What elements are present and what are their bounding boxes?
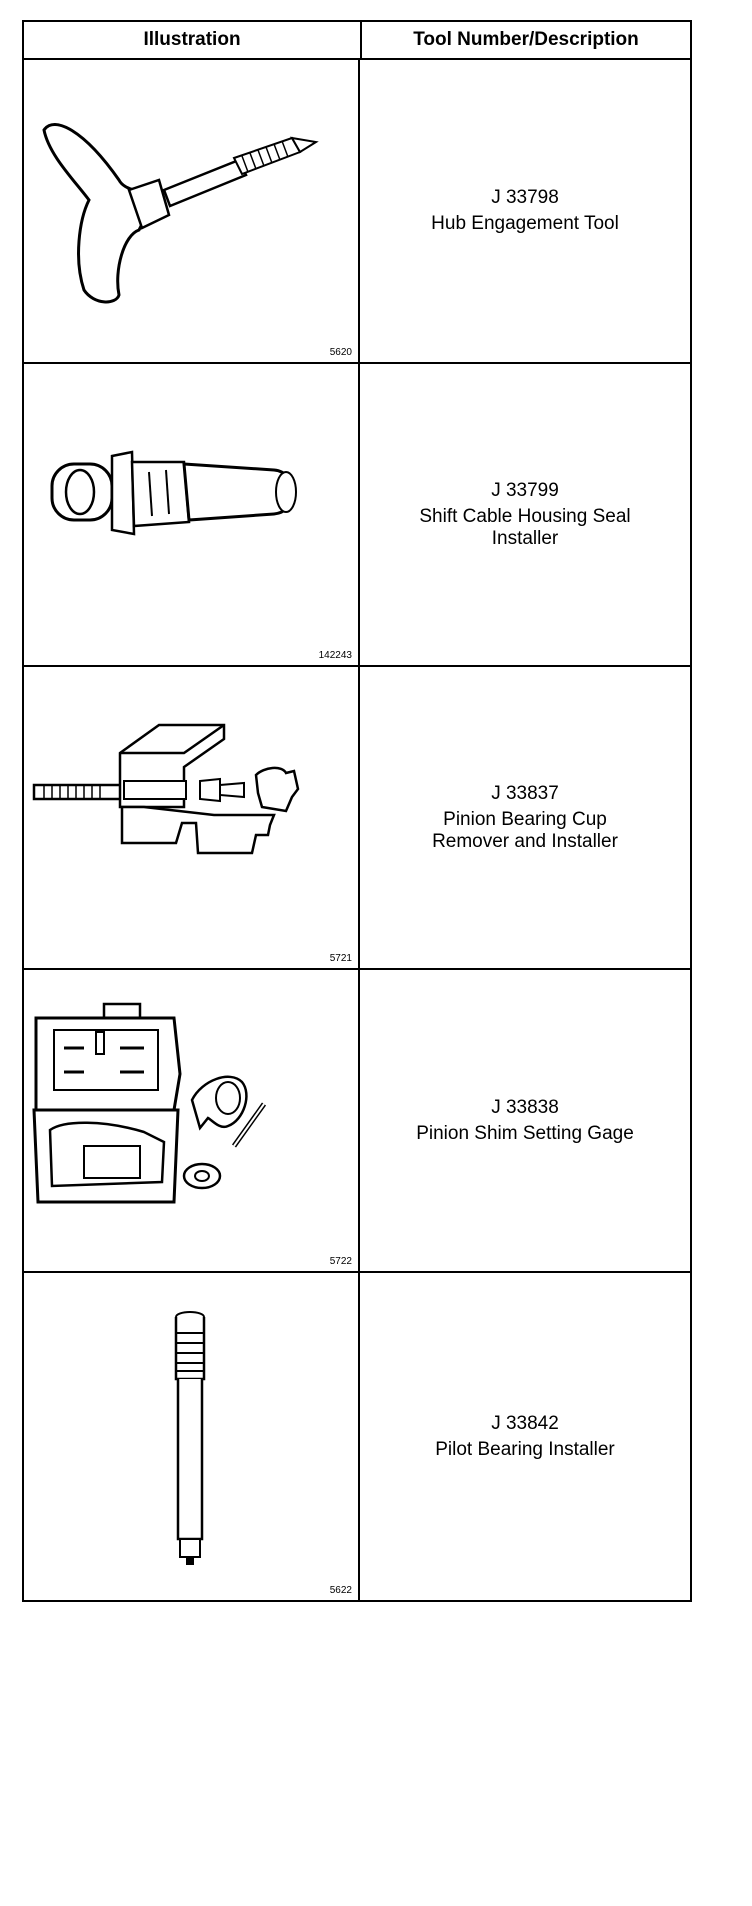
tool-description-line: Remover and Installer bbox=[432, 830, 618, 852]
table-row: 5721 J 33837 Pinion Bearing Cup Remover … bbox=[24, 667, 690, 970]
header-tool-description: Tool Number/Description bbox=[413, 29, 639, 50]
pilot-installer-icon bbox=[174, 1311, 206, 1565]
illustration-cell: 5722 bbox=[24, 970, 360, 1271]
figure-number: 5722 bbox=[329, 1256, 352, 1267]
header-illustration: Illustration bbox=[24, 22, 362, 58]
table-header: Illustration Tool Number/Description bbox=[24, 22, 690, 60]
figure-number: 5622 bbox=[329, 1585, 352, 1596]
table-row: 5722 J 33838 Pinion Shim Setting Gage bbox=[24, 970, 690, 1273]
table-row: 5620 J 33798 Hub Engagement Tool bbox=[24, 60, 690, 364]
gage-kit-case-icon bbox=[32, 1002, 267, 1204]
tool-description-line: Pilot Bearing Installer bbox=[435, 1438, 615, 1460]
special-tools-table: Illustration Tool Number/Description 562… bbox=[22, 20, 692, 1602]
tool-number: J 33799 bbox=[491, 479, 559, 501]
tool-number: J 33842 bbox=[491, 1412, 559, 1434]
bearing-cup-remover-icon bbox=[32, 723, 300, 855]
figure-number: 5620 bbox=[329, 347, 352, 358]
tool-number: J 33837 bbox=[491, 782, 559, 804]
tool-description-line: Installer bbox=[491, 527, 559, 549]
illustration-cell: 5620 bbox=[24, 60, 360, 362]
table-row: 5622 J 33842 Pilot Bearing Installer bbox=[24, 1273, 690, 1600]
description-cell: J 33837 Pinion Bearing Cup Remover and I… bbox=[360, 667, 690, 968]
illustration-cell: 142243 bbox=[24, 364, 360, 665]
tool-description-line: Pinion Shim Setting Gage bbox=[416, 1122, 634, 1144]
table-row: 142243 J 33799 Shift Cable Housing Seal … bbox=[24, 364, 690, 667]
tool-number: J 33798 bbox=[491, 187, 559, 208]
t-handle-screw-tool-icon bbox=[42, 123, 319, 304]
figure-number: 5721 bbox=[329, 953, 352, 964]
description-cell: J 33838 Pinion Shim Setting Gage bbox=[360, 970, 690, 1271]
tool-number: J 33838 bbox=[491, 1096, 559, 1118]
seal-installer-icon bbox=[50, 450, 297, 536]
illustration-cell: 5622 bbox=[24, 1273, 360, 1600]
illustration-cell: 5721 bbox=[24, 667, 360, 968]
tool-description-line: Hub Engagement Tool bbox=[431, 213, 619, 234]
tool-description-line: Shift Cable Housing Seal bbox=[419, 505, 631, 527]
tool-description-line: Pinion Bearing Cup bbox=[443, 808, 607, 830]
description-cell: J 33798 Hub Engagement Tool bbox=[360, 60, 690, 362]
description-cell: J 33799 Shift Cable Housing Seal Install… bbox=[360, 364, 690, 665]
description-cell: J 33842 Pilot Bearing Installer bbox=[360, 1273, 690, 1600]
figure-number: 142243 bbox=[318, 650, 352, 661]
